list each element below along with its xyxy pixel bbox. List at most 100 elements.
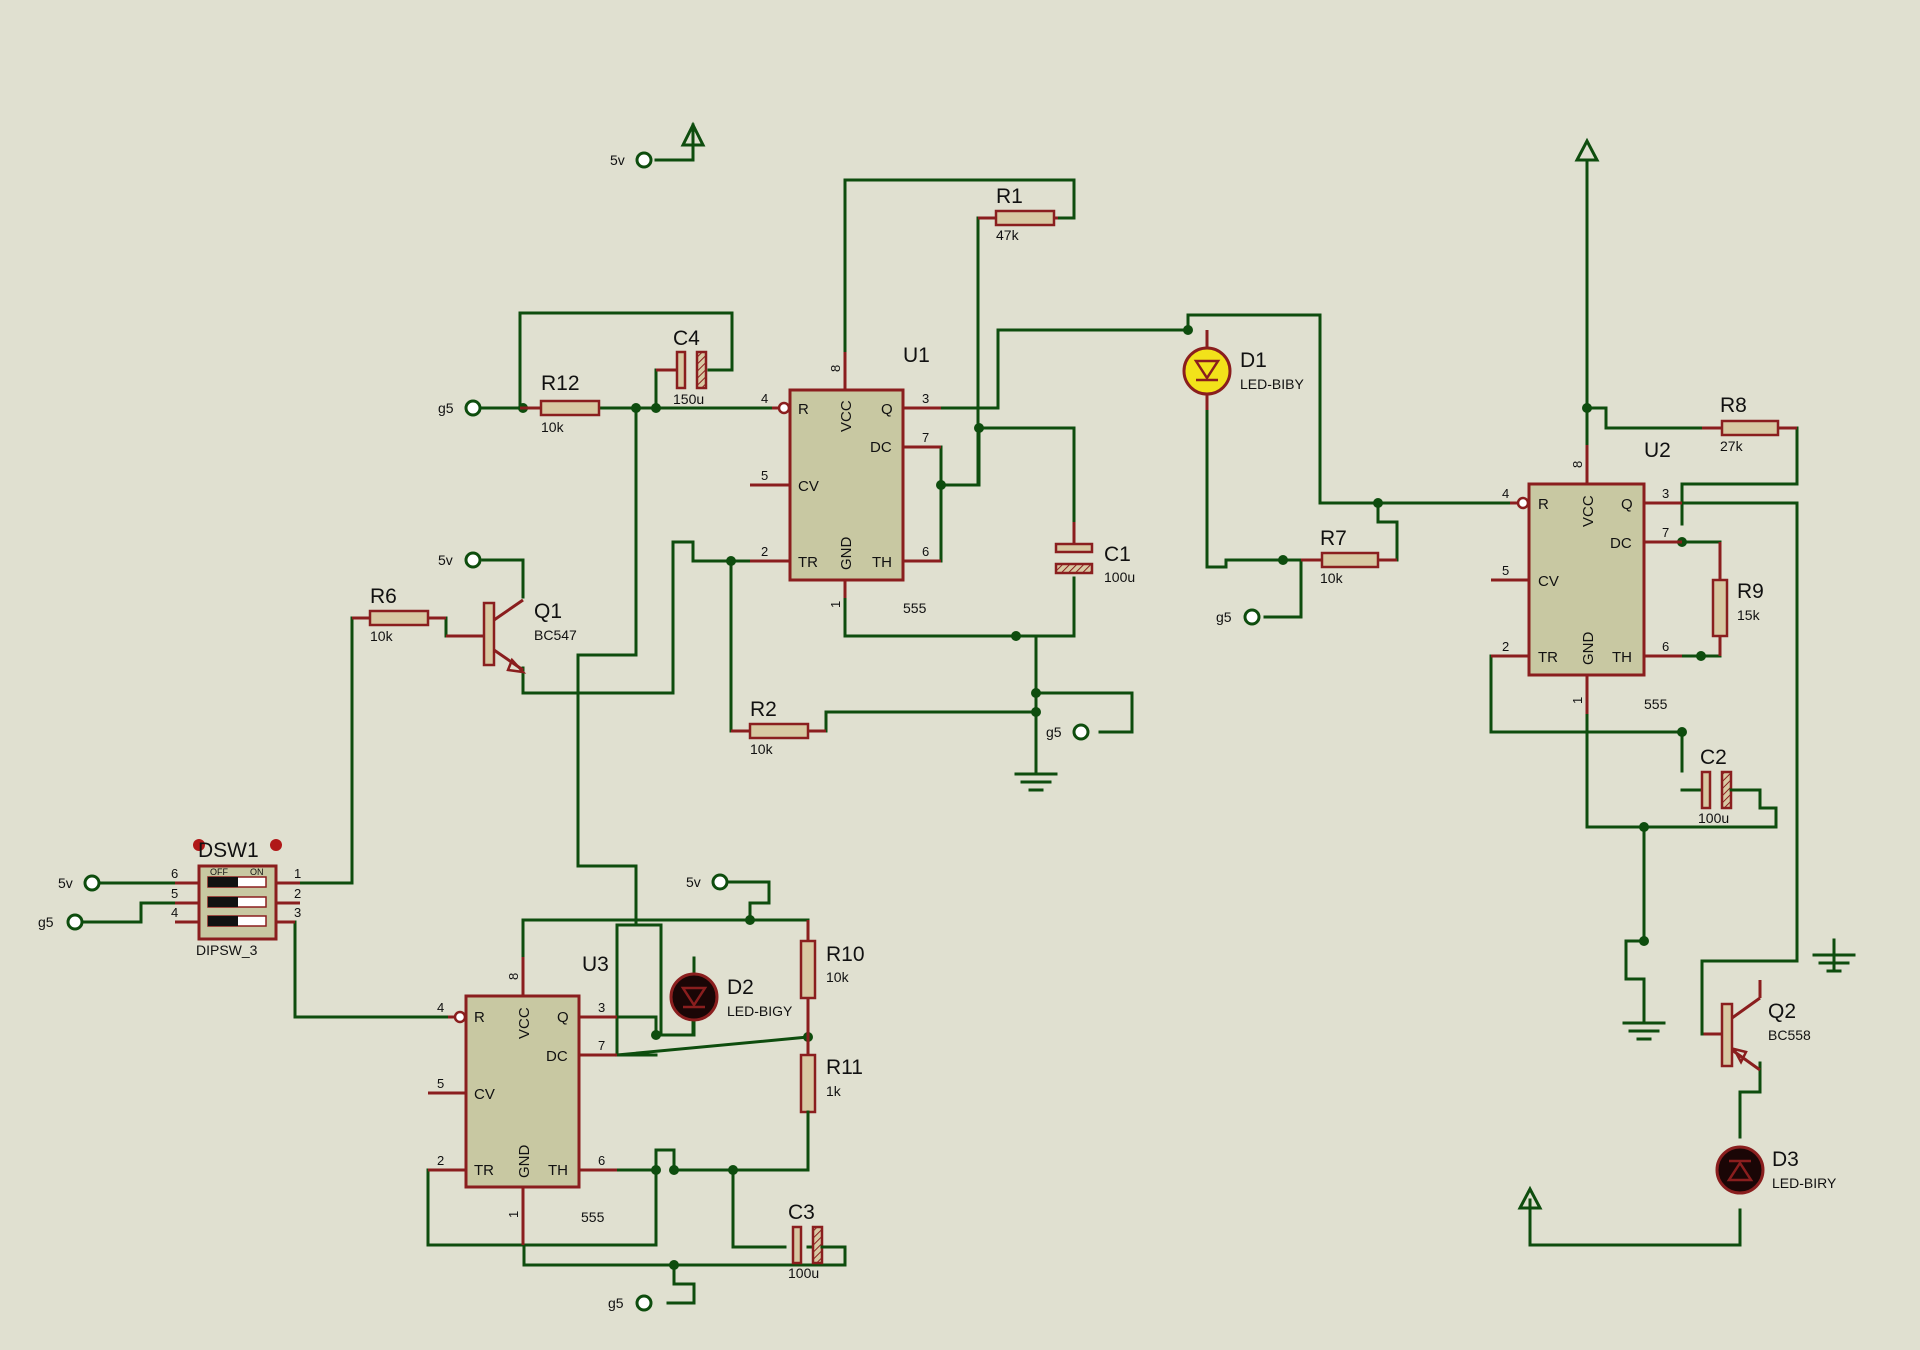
capacitor-c3[interactable]: C3 100u [788,1201,847,1281]
terminal-label: g5 [1046,724,1062,740]
terminal-g5-u1: g5 [1046,723,1090,741]
timer-ref: U2 [1644,439,1671,462]
pin-name: GND [1580,632,1597,666]
resistor-value: 27k [1720,438,1744,454]
timer-u1[interactable]: U1 555 R CV TR Q DC TH VCC GND 8 4 5 2 3… [750,344,941,616]
led-d3[interactable]: D3 LED-BIRY [1715,1145,1837,1195]
pin-number: 6 [922,544,929,559]
resistor-ref: R7 [1320,527,1347,550]
pin-number: 7 [598,1038,605,1053]
resistor-r8[interactable]: R8 27k [1702,394,1797,454]
led-d2[interactable]: D2 LED-BIGY [669,956,793,1037]
pin-number: 8 [506,973,521,980]
pin-name: GND [838,537,855,571]
led-value: LED-BIRY [1772,1175,1837,1191]
resistor-value: 10k [826,969,850,985]
pin-name: CV [1538,573,1559,590]
pin-name: TH [872,554,892,571]
switch-off-label: OFF [210,867,228,877]
pin-number: 3 [922,391,929,406]
capacitor-ref: C4 [673,327,700,350]
resistor-ref: R1 [996,185,1023,208]
pin-number: 5 [761,468,768,483]
junctions [518,325,1706,1270]
pin-name: TR [798,554,818,571]
resistor-r2[interactable]: R2 10k [731,698,826,757]
power-arrow-icon [1574,137,1600,162]
pin-name: DC [546,1048,568,1065]
pin-number: 3 [1662,486,1669,501]
pin-number: 2 [437,1153,444,1168]
resistor-value: 10k [750,741,774,757]
capacitor-value: 100u [1104,569,1135,585]
terminal-label: 5v [610,152,625,168]
pin-name: TR [474,1162,494,1179]
pin-name: CV [798,478,819,495]
pin-number: 6 [171,866,178,881]
terminal-g5-u3: g5 [608,1294,653,1312]
pin-name: TH [1612,649,1632,666]
capacitor-value: 100u [1698,810,1729,826]
terminal-5v-top: 5v [610,151,653,169]
dip-switch-dsw1[interactable]: OFF ON DSW1 DIPSW_3 6 5 4 1 2 3 [171,839,301,958]
diode-symbol-icon [1193,359,1221,382]
resistor-r10[interactable]: R10 10k [799,920,865,1037]
resistor-r7[interactable]: R7 10k [1301,527,1397,586]
resistor-value: 1k [826,1083,842,1099]
pin-number: 4 [761,391,768,406]
capacitor-c1[interactable]: C1 100u [1054,522,1135,585]
terminal-g5-switch: g5 [38,913,84,931]
pin-name: Q [1621,496,1633,513]
pin-number: 3 [294,905,301,920]
capacitor-value: 100u [788,1265,819,1281]
resistor-ref: R8 [1720,394,1747,417]
resistor-value: 10k [370,628,394,644]
terminal-label: g5 [608,1295,624,1311]
resistor-ref: R10 [826,943,865,966]
resistor-r1[interactable]: R1 47k [978,185,1058,243]
resistor-r9[interactable]: R9 15k [1711,542,1764,656]
capacitor-c4[interactable]: C4 150u [656,327,709,407]
capacitor-value: 150u [673,391,704,407]
resistor-ref: R9 [1737,580,1764,603]
pin-number: 8 [1570,461,1585,468]
transistor-ref: Q2 [1768,1000,1796,1023]
pin-number: 4 [171,905,178,920]
terminal-label: 5v [686,874,701,890]
pin-number: 5 [171,886,178,901]
led-ref: D3 [1772,1148,1799,1171]
ground-icon [1014,772,1058,792]
pin-name: R [798,401,809,418]
pin-name: DC [870,439,892,456]
pin-number: 1 [1570,697,1585,704]
led-d1[interactable]: D1 LED-BIBY [1182,330,1304,410]
ground-icon [1622,1013,1666,1041]
transistor-q2[interactable]: Q2 BC558 [1700,980,1811,1072]
capacitor-c2[interactable]: C2 100u [1680,746,1762,826]
terminal-label: g5 [1216,609,1232,625]
pin-number: 7 [1662,525,1669,540]
pin-name: VCC [1580,495,1597,527]
pin-number: 8 [828,365,843,372]
terminal-5v-u3: 5v [686,873,729,891]
pin-number: 1 [294,866,301,881]
resistor-ref: R12 [541,372,580,395]
pin-number: 7 [922,430,929,445]
resistor-r6[interactable]: R6 10k [352,585,446,644]
resistor-ref: R2 [750,698,777,721]
diode-symbol-icon [1726,1159,1754,1182]
timer-u2[interactable]: U2 555 R CV TR Q DC TH VCC GND 8 4 5 2 3… [1491,439,1682,714]
switch-on-label: ON [250,867,264,877]
transistor-ref: Q1 [534,600,562,623]
pin-name: VCC [838,400,855,432]
resistor-r12[interactable]: R12 10k [520,372,601,435]
timer-u3[interactable]: U3 555 R CV TR Q DC TH VCC GND 8 4 5 2 3… [428,953,617,1245]
wires [82,138,1836,1305]
timer-ref: U3 [582,953,609,976]
resistor-value: 10k [541,419,565,435]
capacitor-ref: C1 [1104,543,1131,566]
pin-number: 5 [437,1076,444,1091]
transistor-q1[interactable]: Q1 BC547 [446,598,577,674]
resistor-ref: R11 [826,1056,863,1079]
resistor-r11[interactable]: R11 1k [799,1037,863,1172]
